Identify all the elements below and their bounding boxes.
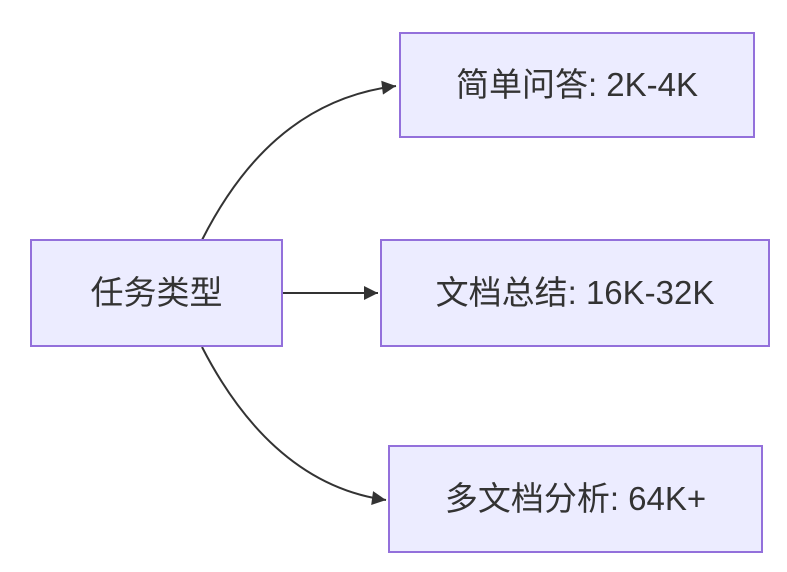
node-simple-qa-label: 简单问答: 2K-4K [455,66,699,104]
node-task-type: 任务类型 [30,239,283,347]
node-simple-qa: 简单问答: 2K-4K [399,32,755,138]
node-multi-doc-analysis: 多文档分析: 64K+ [388,445,763,553]
node-multi-doc-analysis-label: 多文档分析: 64K+ [444,480,707,518]
edge-root-to-branch-2 [201,346,387,506]
node-doc-summary-label: 文档总结: 16K-32K [435,274,715,312]
edge-root-to-branch-0 [201,80,397,241]
node-task-type-label: 任务类型 [90,274,223,312]
node-doc-summary: 文档总结: 16K-32K [380,239,770,347]
